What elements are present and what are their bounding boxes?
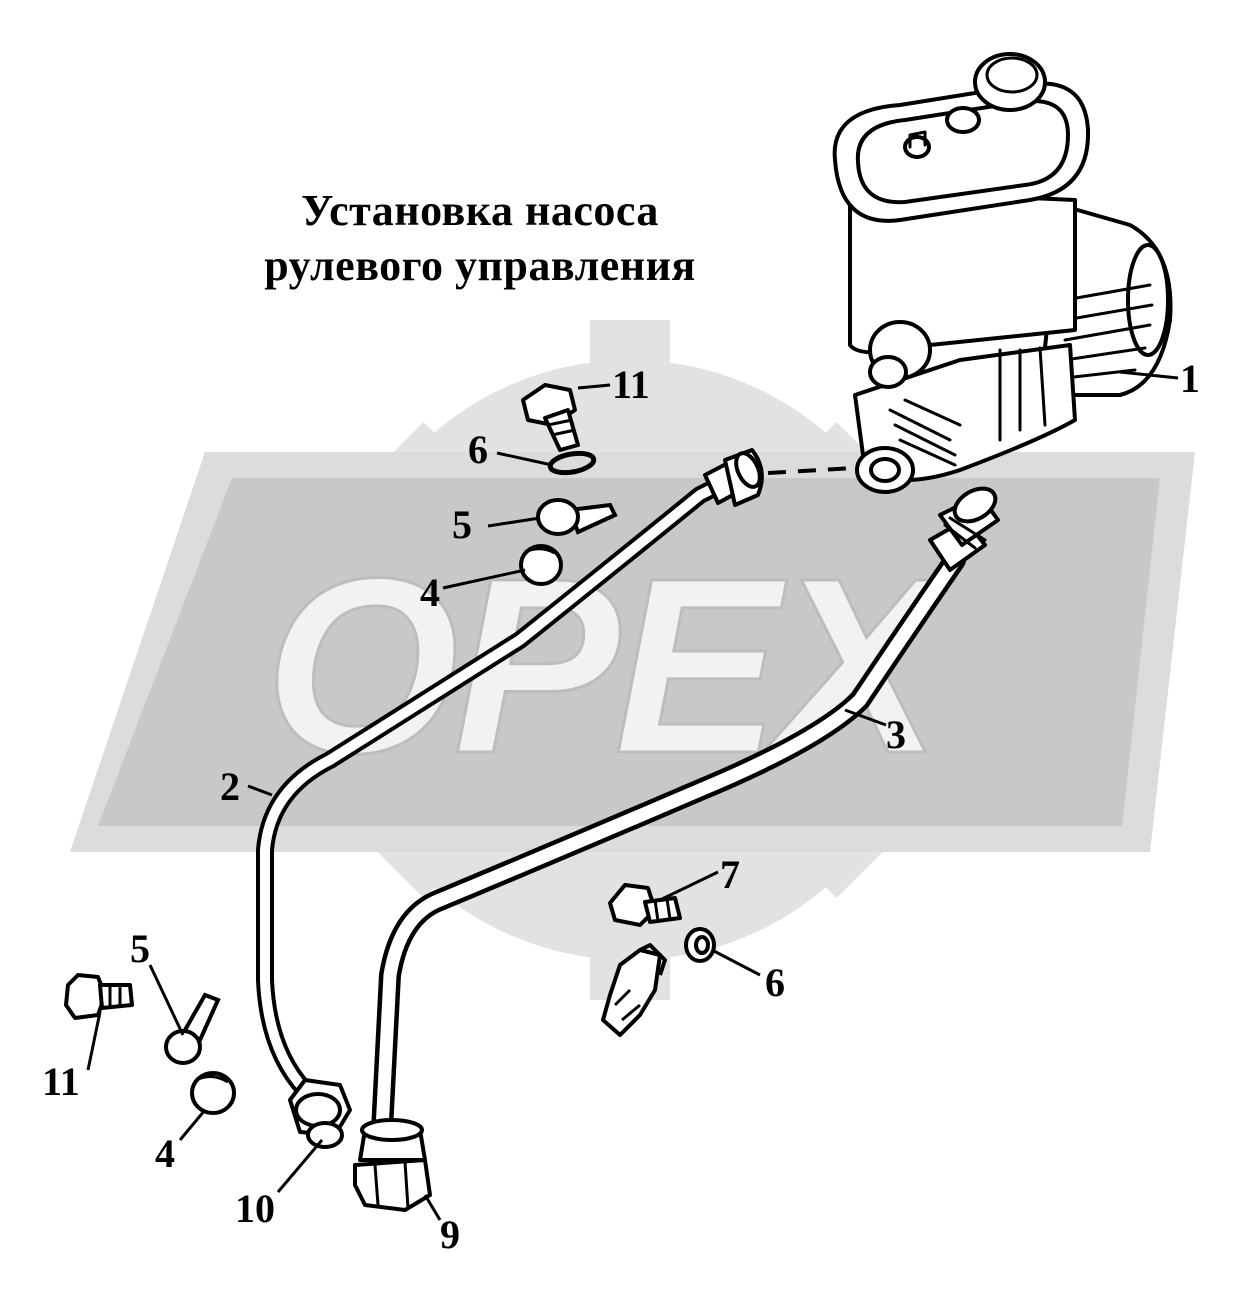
callout-1: 1 — [1180, 356, 1200, 401]
hose-3 — [353, 486, 1000, 1212]
callout-labels: 1 11 6 5 4 2 3 7 6 5 11 4 10 9 — [42, 356, 1200, 1257]
pipe-2 — [256, 448, 764, 1149]
clip-5-top — [536, 498, 618, 536]
callout-2: 2 — [220, 764, 240, 809]
callout-3: 3 — [886, 712, 906, 757]
callout-5-bottom: 5 — [130, 926, 150, 971]
bolt-11-bottom — [64, 973, 134, 1020]
clamp-bracket — [601, 943, 667, 1037]
callout-9: 9 — [440, 1212, 460, 1257]
callout-5-top: 5 — [452, 502, 472, 547]
bolt-11-top — [521, 383, 580, 452]
callout-7: 7 — [720, 852, 740, 897]
washer-6-bottom — [684, 927, 716, 963]
clip-5-bottom — [164, 992, 221, 1065]
washer-6-top — [547, 450, 597, 476]
callout-11-bottom: 11 — [42, 1059, 80, 1104]
callout-6-top: 6 — [468, 427, 488, 472]
diagram-title-line-2: рулевого управления — [264, 241, 696, 290]
cushion-4-top — [519, 544, 563, 586]
diagram-title-line-1: Установка насоса — [301, 186, 659, 235]
callout-10: 10 — [235, 1186, 275, 1231]
callout-4-top: 4 — [420, 570, 440, 615]
steering-pump — [832, 52, 1173, 494]
callout-6-bottom: 6 — [765, 960, 785, 1005]
callout-4-bottom: 4 — [155, 1131, 175, 1176]
cushion-4-bottom — [190, 1071, 236, 1115]
leader-lines — [86, 370, 1179, 1221]
bolt-7 — [608, 883, 682, 927]
callout-11-top: 11 — [612, 362, 650, 407]
connection-dashed-line — [767, 466, 856, 475]
